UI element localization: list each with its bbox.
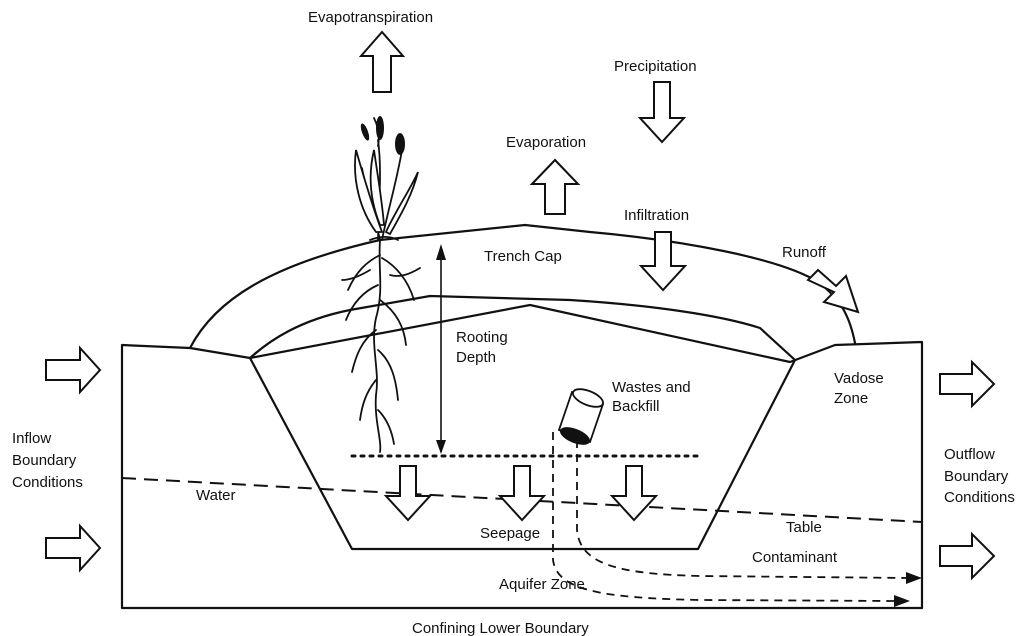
plant-icon [342, 116, 420, 452]
runoff-arrow [808, 270, 858, 312]
label-evaporation: Evaporation [506, 134, 586, 151]
label-seepage: Seepage [480, 525, 540, 542]
evapotranspiration-arrow [361, 32, 403, 92]
label-inflow-3: Conditions [12, 474, 83, 491]
label-water: Water [196, 487, 235, 504]
label-runoff: Runoff [782, 244, 827, 261]
label-table: Table [786, 519, 822, 536]
label-outflow-3: Conditions [944, 489, 1015, 506]
waste-drum-icon [558, 386, 606, 449]
label-vadose-1: Vadose [834, 370, 884, 387]
infiltration-arrow [641, 232, 685, 290]
label-evapotranspiration: Evapotranspiration [308, 9, 433, 26]
label-rooting-depth-2: Depth [456, 349, 496, 366]
label-contaminant: Contaminant [752, 549, 838, 566]
label-rooting-depth-1: Rooting [456, 329, 508, 346]
label-wastes-1: Wastes and [612, 379, 691, 396]
label-vadose-2: Zone [834, 390, 868, 407]
label-infiltration: Infiltration [624, 207, 689, 224]
label-inflow-1: Inflow [12, 430, 51, 447]
precipitation-arrow [640, 82, 684, 142]
label-inflow-2: Boundary [12, 452, 77, 469]
label-outflow-2: Boundary [944, 468, 1009, 485]
label-aquifer-zone: Aquifer Zone [499, 576, 585, 593]
evaporation-arrow [532, 160, 578, 214]
label-confining-lower-boundary: Confining Lower Boundary [412, 620, 589, 636]
label-precipitation: Precipitation [614, 58, 697, 75]
label-trench-cap: Trench Cap [484, 248, 562, 265]
label-outflow-1: Outflow [944, 446, 995, 463]
rooting-depth-arrow [436, 244, 446, 454]
seepage-arrows [386, 466, 656, 520]
label-wastes-2: Backfill [612, 398, 660, 415]
aquifer-arrowhead [894, 595, 910, 607]
contaminant-arrowhead [906, 572, 922, 584]
